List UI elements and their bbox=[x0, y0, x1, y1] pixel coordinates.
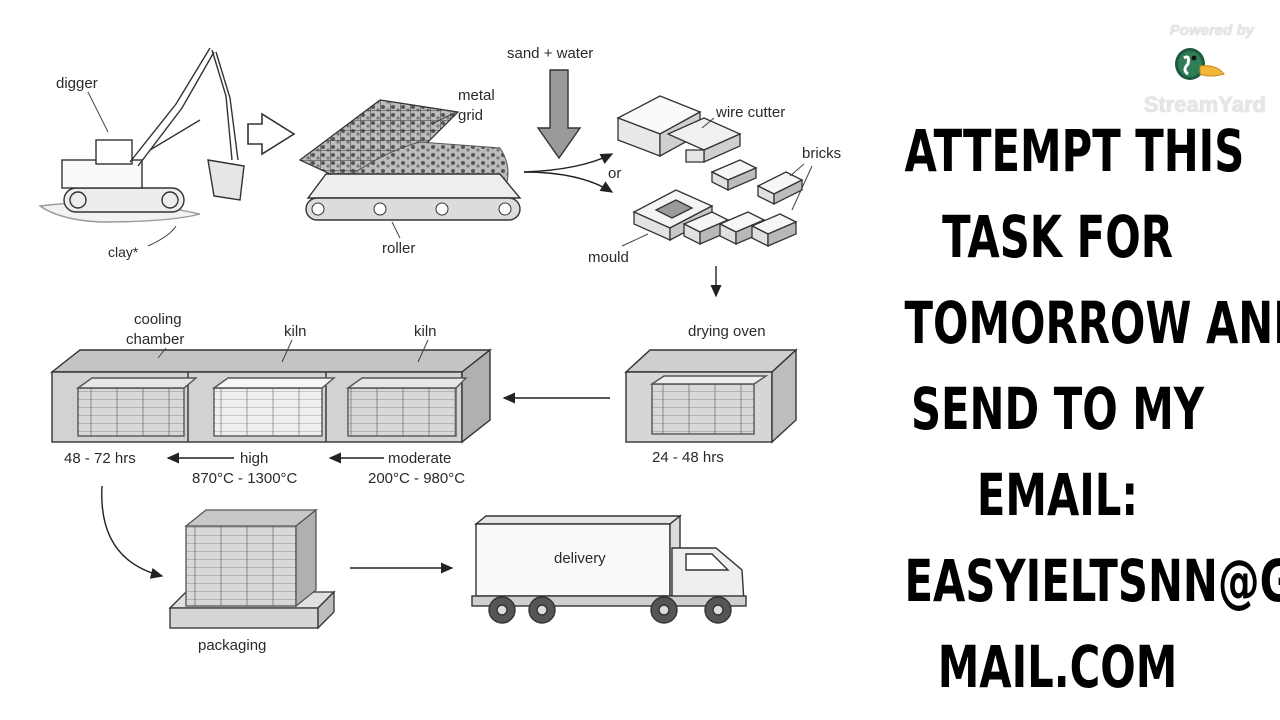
delivery-truck-illustration bbox=[471, 514, 747, 624]
kiln-cooling-illustration bbox=[49, 348, 493, 444]
arrow-to-packaging bbox=[101, 485, 164, 579]
label-delivery: delivery bbox=[554, 550, 606, 567]
label-metal-grid-1: metal bbox=[458, 87, 495, 104]
headline-line-7: MAIL.COM bbox=[937, 633, 1178, 701]
drying-oven-illustration bbox=[624, 348, 798, 444]
split-arrow-up bbox=[523, 153, 614, 173]
label-moderate: moderate bbox=[388, 450, 451, 467]
sand-water-arrow-icon bbox=[536, 69, 582, 160]
cooling-pointer bbox=[157, 347, 167, 359]
label-digger: digger bbox=[56, 75, 98, 92]
mould-pointer bbox=[621, 233, 649, 247]
brand-powered-text: Powered by bbox=[1169, 22, 1254, 39]
headline-line-3: TOMORROW AND bbox=[904, 289, 1280, 357]
label-drying-oven: drying oven bbox=[688, 323, 766, 340]
digger-illustration bbox=[38, 47, 245, 223]
packaging-illustration bbox=[168, 508, 336, 630]
headline-line-6: EASYIELTSNN@G bbox=[904, 547, 1280, 615]
label-or: or bbox=[608, 165, 621, 182]
label-kiln-moderate: kiln bbox=[414, 323, 437, 340]
label-roller: roller bbox=[382, 240, 415, 257]
headline-line-2: TASK FOR bbox=[942, 203, 1173, 271]
label-cooling-1: cooling bbox=[134, 311, 182, 328]
label-cooling-2: chamber bbox=[126, 331, 184, 348]
wire-cutter-illustration bbox=[616, 95, 804, 206]
streamyard-watermark: Powered by StreamYard bbox=[1118, 18, 1268, 128]
label-sand-water: sand + water bbox=[507, 45, 593, 62]
label-bricks: bricks bbox=[802, 145, 841, 162]
kiln-high-pointer bbox=[281, 339, 293, 363]
label-clay: clay* bbox=[108, 244, 139, 260]
label-high: high bbox=[240, 450, 268, 467]
label-drying-time: 24 - 48 hrs bbox=[652, 449, 724, 466]
label-high-temp: 870°C - 1300°C bbox=[192, 470, 298, 487]
metal-grid-pointer bbox=[431, 111, 457, 125]
duck-logo-icon bbox=[1175, 48, 1225, 80]
headline-line-1: ATTEMPT THIS bbox=[904, 117, 1245, 185]
kiln-moderate-pointer bbox=[417, 339, 429, 363]
roller-pointer bbox=[391, 221, 401, 239]
conveyor-illustration bbox=[298, 99, 522, 221]
label-cooling-time: 48 - 72 hrs bbox=[64, 450, 136, 467]
label-moderate-temp: 200°C - 980°C bbox=[368, 470, 465, 487]
bricks-pointer-2 bbox=[791, 165, 813, 211]
headline-line-5: EMAIL: bbox=[976, 461, 1139, 529]
brand-name-text: StreamYard bbox=[1143, 92, 1266, 117]
wire-cutter-pointer bbox=[701, 117, 715, 129]
label-metal-grid-2: grid bbox=[458, 107, 483, 124]
split-arrow-down bbox=[523, 171, 614, 193]
outline-arrow-icon bbox=[247, 112, 296, 156]
clay-pointer bbox=[147, 225, 177, 247]
label-packaging: packaging bbox=[198, 637, 266, 654]
bricks-pointer-1 bbox=[789, 163, 805, 177]
headline-line-4: SEND TO MY bbox=[910, 375, 1205, 443]
digger-to-clay-pointer bbox=[87, 91, 109, 133]
brick-manufacturing-diagram: digger clay* metal grid roller sand + wa… bbox=[38, 45, 841, 654]
label-mould: mould bbox=[588, 249, 629, 266]
label-wire-cutter: wire cutter bbox=[715, 104, 785, 121]
label-kiln-high: kiln bbox=[284, 323, 307, 340]
mould-illustration bbox=[632, 189, 798, 248]
headline-text: ATTEMPT THIS TASK FOR TOMORROW AND SEND … bbox=[904, 108, 1280, 710]
